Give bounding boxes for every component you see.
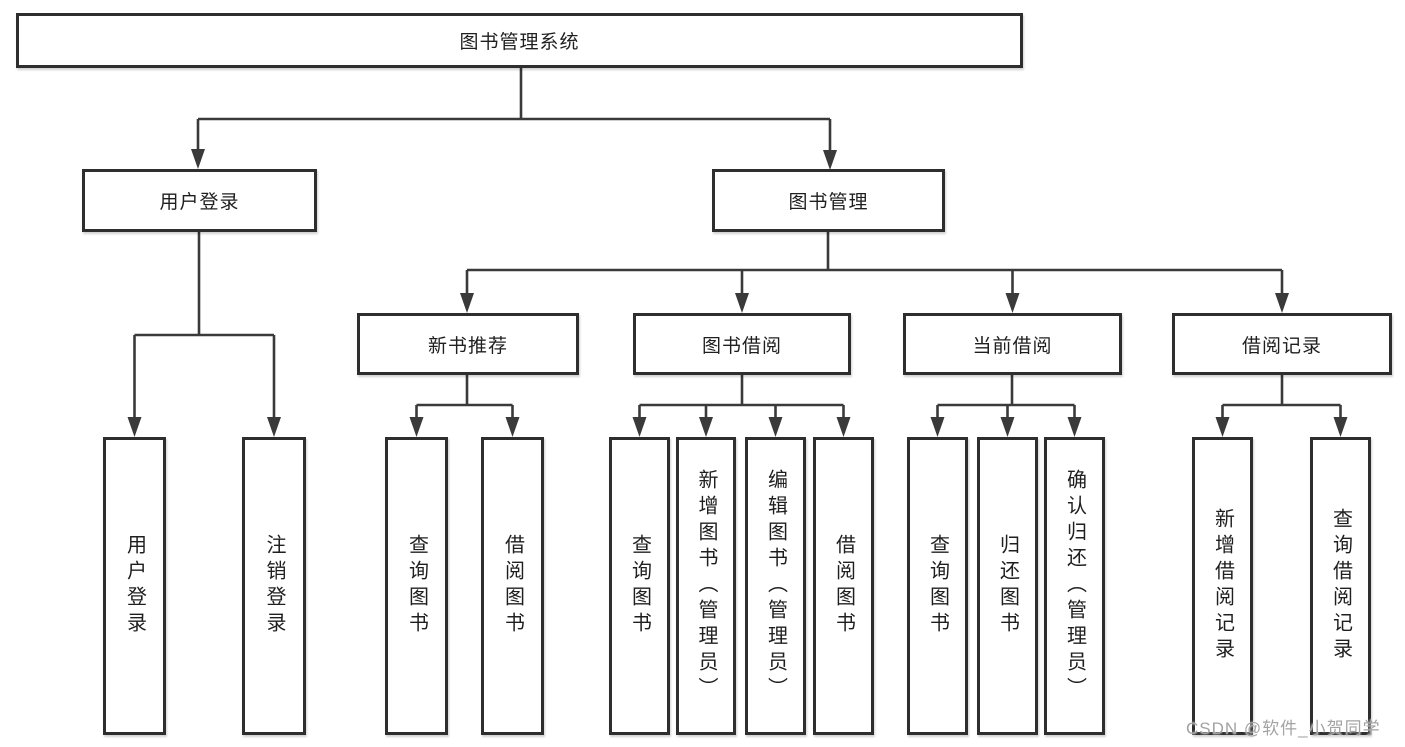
arrowhead-icon bbox=[823, 150, 837, 170]
leaf-return-books: 归还图书 bbox=[977, 437, 1038, 735]
node-user-login: 用户登录 bbox=[82, 169, 317, 232]
edge-line bbox=[465, 232, 1284, 296]
node-borrow-records: 借阅记录 bbox=[1172, 313, 1392, 375]
leaf-query-borrow-record: 查询借阅记录 bbox=[1310, 437, 1371, 735]
node-label: 新增借阅记录 bbox=[1211, 508, 1234, 664]
arrowhead-icon bbox=[505, 417, 520, 437]
arrowhead-icon bbox=[632, 417, 647, 437]
leaf-logout: 注销登录 bbox=[242, 437, 306, 735]
node-library-management-system: 图书管理系统 bbox=[16, 13, 1023, 68]
edge-borrow-records-to-leaves bbox=[1215, 375, 1348, 437]
leaf-borrow-books-1: 借阅图书 bbox=[481, 437, 544, 735]
node-label: 图书管理系统 bbox=[459, 32, 580, 53]
arrowhead-icon bbox=[1333, 417, 1348, 437]
edge-user-login-to-leaves bbox=[127, 232, 281, 437]
edge-line bbox=[638, 375, 845, 420]
node-label: 编辑图书（管理员） bbox=[764, 469, 787, 703]
edge-book-management-to-level2 bbox=[460, 232, 1289, 313]
node-book-borrow: 图书借阅 bbox=[633, 313, 851, 375]
node-book-management: 图书管理 bbox=[712, 169, 945, 232]
arrowhead-icon bbox=[1215, 417, 1230, 437]
leaf-user-login: 用户登录 bbox=[103, 437, 166, 735]
node-label: 注销登录 bbox=[263, 534, 285, 638]
edge-book-borrow-to-leaves bbox=[632, 375, 851, 437]
leaf-query-books-3: 查询图书 bbox=[907, 437, 968, 735]
edge-line bbox=[1221, 375, 1342, 420]
arrowhead-icon bbox=[409, 417, 424, 437]
node-current-borrow: 当前借阅 bbox=[903, 313, 1122, 375]
node-new-book-recommend: 新书推荐 bbox=[357, 313, 579, 375]
leaf-borrow-books-2: 借阅图书 bbox=[813, 437, 874, 735]
arrowhead-icon bbox=[930, 417, 945, 437]
leaf-edit-books-admin: 编辑图书（管理员） bbox=[745, 437, 806, 735]
arrowhead-icon bbox=[699, 417, 713, 437]
edge-line bbox=[196, 68, 832, 153]
leaf-query-books-2: 查询图书 bbox=[609, 437, 670, 735]
csdn-watermark: CSDN @软件_小贺同学 bbox=[1186, 719, 1381, 738]
arrowhead-icon bbox=[191, 149, 205, 169]
node-label: 借阅记录 bbox=[1241, 335, 1322, 357]
arrowhead-icon bbox=[1005, 293, 1020, 313]
leaf-confirm-return-admin: 确认归还（管理员） bbox=[1044, 437, 1105, 735]
edge-new-book-recommend-to-leaves bbox=[409, 375, 520, 437]
node-label: 借阅图书 bbox=[501, 534, 524, 638]
node-label: 借阅图书 bbox=[832, 534, 855, 638]
node-label: 图书借阅 bbox=[701, 335, 782, 357]
arrowhead-icon bbox=[768, 417, 783, 437]
edge-line bbox=[415, 375, 514, 420]
node-label: 新增图书（管理员） bbox=[695, 469, 717, 703]
arrowhead-icon bbox=[1067, 417, 1082, 437]
edge-current-borrow-to-leaves bbox=[930, 375, 1082, 437]
arrowhead-icon bbox=[1275, 293, 1289, 313]
leaf-query-books-1: 查询图书 bbox=[385, 437, 448, 735]
node-label: 查询图书 bbox=[405, 534, 428, 638]
node-label: 查询图书 bbox=[628, 534, 651, 638]
node-label: 查询图书 bbox=[926, 534, 949, 638]
node-label: 新书推荐 bbox=[427, 335, 508, 357]
node-label: 图书管理 bbox=[788, 192, 869, 213]
arrowhead-icon bbox=[836, 417, 851, 437]
edge-root-to-level1 bbox=[191, 68, 837, 170]
node-label: 用户登录 bbox=[159, 192, 240, 213]
node-label: 查询借阅记录 bbox=[1329, 508, 1352, 664]
arrowhead-icon bbox=[735, 293, 749, 313]
node-label: 用户登录 bbox=[123, 534, 146, 638]
arrowhead-icon bbox=[267, 417, 281, 437]
leaf-add-books-admin: 新增图书（管理员） bbox=[676, 437, 736, 735]
node-label: 确认归还（管理员） bbox=[1063, 469, 1086, 703]
arrowhead-icon bbox=[460, 293, 474, 313]
arrowhead-icon bbox=[127, 417, 142, 437]
leaf-add-borrow-record: 新增借阅记录 bbox=[1192, 437, 1253, 735]
node-label: 归还图书 bbox=[996, 534, 1019, 638]
edge-line bbox=[133, 232, 276, 420]
arrowhead-icon bbox=[1000, 417, 1015, 437]
edge-line bbox=[936, 375, 1076, 420]
node-label: 当前借阅 bbox=[972, 335, 1053, 357]
